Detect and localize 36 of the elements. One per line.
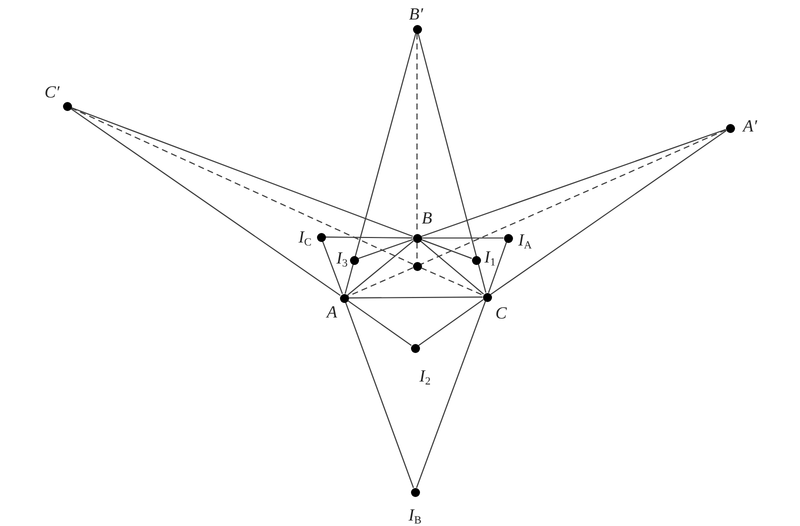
line-segment xyxy=(344,33,416,294)
point-label: I$_{A}$ xyxy=(518,232,532,248)
point-label: I$_{2}$ xyxy=(419,368,431,384)
line-segment xyxy=(416,301,486,488)
line-segment xyxy=(422,237,504,239)
line-segment xyxy=(420,240,484,295)
line-segment xyxy=(71,107,413,237)
point-label: I$_{1}$ xyxy=(484,248,496,266)
line-segment xyxy=(358,238,413,260)
dashed-line xyxy=(420,267,484,296)
point-label: B xyxy=(422,210,432,226)
dashed-line xyxy=(420,129,726,265)
point-label: C′ xyxy=(44,84,60,100)
line-segment xyxy=(421,239,472,259)
line-segment xyxy=(347,240,414,296)
point-label: I$_{B}$ xyxy=(408,506,422,524)
point-label: B′ xyxy=(408,6,424,22)
dashed-line xyxy=(348,267,414,297)
point-label: I$_{C}$ xyxy=(298,228,312,246)
line-segment xyxy=(322,241,343,294)
point-label: A′ xyxy=(742,118,758,134)
line-segment xyxy=(348,296,482,299)
point-label: A xyxy=(326,304,338,320)
line-segment xyxy=(70,108,341,296)
point-label: I$_{3}$ xyxy=(336,250,348,266)
line-segment xyxy=(488,242,507,293)
line-segment xyxy=(326,236,412,238)
line-segment xyxy=(490,130,727,295)
dashed-line xyxy=(416,242,418,262)
dashed-line xyxy=(70,107,414,265)
line-segment xyxy=(345,302,414,488)
line-segment xyxy=(418,299,484,346)
line-segment xyxy=(347,300,412,346)
line-segment xyxy=(418,33,486,293)
point-label: C xyxy=(495,304,507,322)
line-segment xyxy=(421,128,726,238)
